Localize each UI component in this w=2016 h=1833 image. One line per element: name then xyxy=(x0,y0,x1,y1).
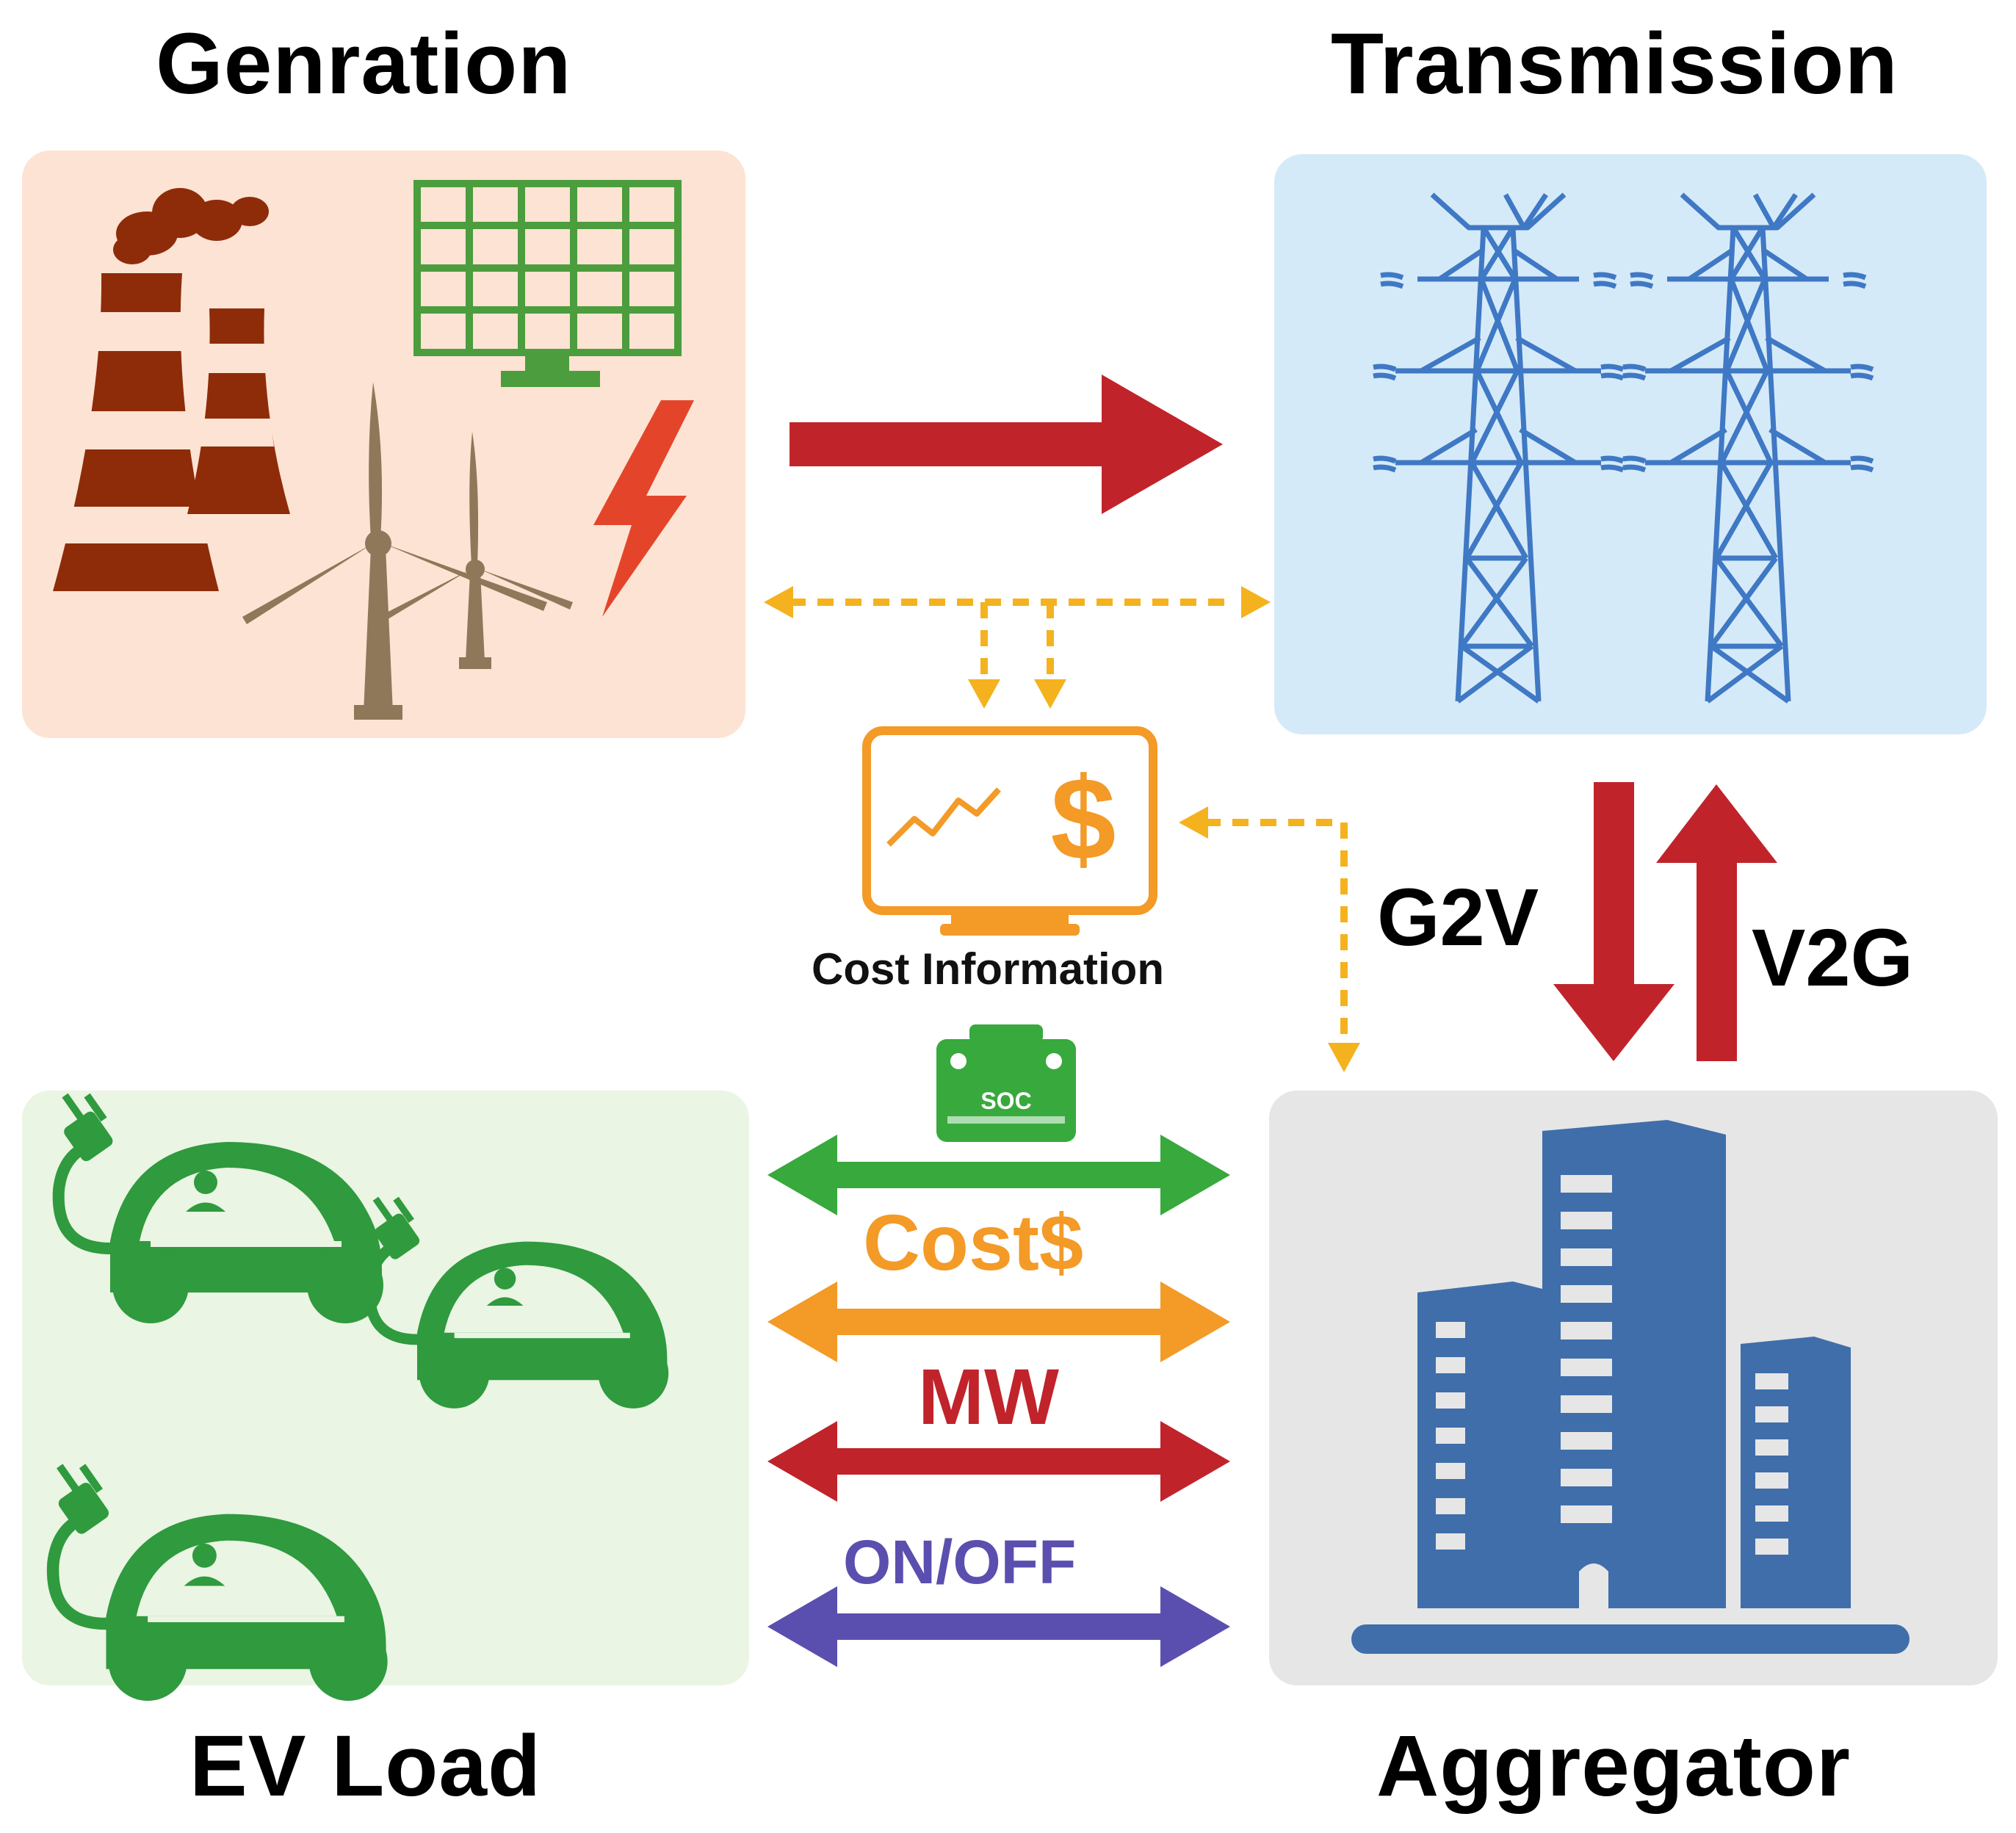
cost-monitor-icon xyxy=(862,726,1157,936)
transmission-title: Transmission xyxy=(1331,15,1898,112)
wind-turbine-icon xyxy=(242,382,573,720)
onoff-signal-label: ON/OFF xyxy=(843,1528,1077,1597)
v2g-arrow xyxy=(1656,784,1777,1061)
mw-signal-label: MW xyxy=(918,1352,1059,1441)
soc-battery-icon xyxy=(936,1024,1076,1142)
cost-info-dashed-arrowheads xyxy=(764,586,1360,1072)
soc-double-arrow xyxy=(767,1135,1230,1215)
mw-double-arrow xyxy=(767,1421,1230,1502)
g2v-arrow xyxy=(1553,782,1674,1061)
aggregator-title: Aggregator xyxy=(1376,1718,1851,1815)
generation-to-transmission-arrow xyxy=(790,375,1223,514)
cost-double-arrow xyxy=(767,1281,1230,1362)
cost-signal-label: Cost$ xyxy=(863,1198,1084,1287)
transmission-panel xyxy=(1274,154,1987,734)
transmission-tower-icon xyxy=(1373,192,1625,704)
ev-icon-3 xyxy=(53,1464,388,1701)
transmission-tower-icon-2 xyxy=(1623,195,1873,701)
ev-icon-2 xyxy=(369,1197,668,1409)
buildings-icon xyxy=(1351,1120,1910,1654)
cost-information-label: Cost Information xyxy=(812,944,1164,994)
g2v-label: G2V xyxy=(1377,872,1539,963)
v2g-label: V2G xyxy=(1752,913,1914,1003)
solar-panel-icon xyxy=(413,180,682,387)
generation-title: Genration xyxy=(156,15,572,112)
power-plant-icon xyxy=(53,188,290,591)
soc-label: SOC xyxy=(980,1088,1031,1114)
lightning-icon xyxy=(593,400,694,617)
onoff-double-arrow xyxy=(767,1586,1230,1667)
dollar-symbol: $ xyxy=(1051,753,1116,884)
ev-icon xyxy=(52,1093,383,1323)
cost-info-dashed-arrows xyxy=(790,599,1348,1039)
ev-load-title: EV Load xyxy=(189,1718,542,1815)
